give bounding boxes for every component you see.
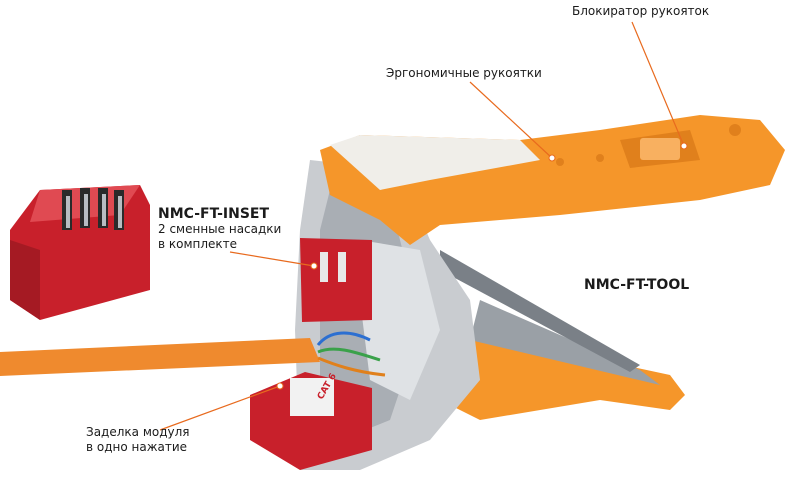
spare-insert-image (10, 185, 150, 320)
crimp-line2: в одно нажатие (86, 440, 188, 454)
crimp-callout: Заделка модуля в одно нажатие (86, 425, 190, 455)
tool-name-label: NMC-FT-TOOL (584, 277, 690, 293)
upper-handle-image (320, 115, 785, 245)
inset-line2: в комплекте (158, 237, 238, 251)
inset-callout: NMC-FT-INSET 2 сменные насадки в комплек… (158, 207, 281, 252)
ergonomic-handles-label: Эргономичные рукоятки (386, 66, 542, 80)
lower-handle-image (440, 250, 685, 420)
cable-image (0, 331, 386, 377)
inset-line1: 2 сменные насадки (158, 222, 282, 236)
crimp-line1: Заделка модуля (86, 425, 190, 439)
inset-title: NMC-FT-INSET (158, 206, 270, 222)
handle-lock-label: Блокиратор рукояток (572, 4, 710, 18)
leader-dots (276, 142, 688, 390)
leader-lines (159, 21, 685, 431)
jaw-insert-image (250, 238, 372, 470)
